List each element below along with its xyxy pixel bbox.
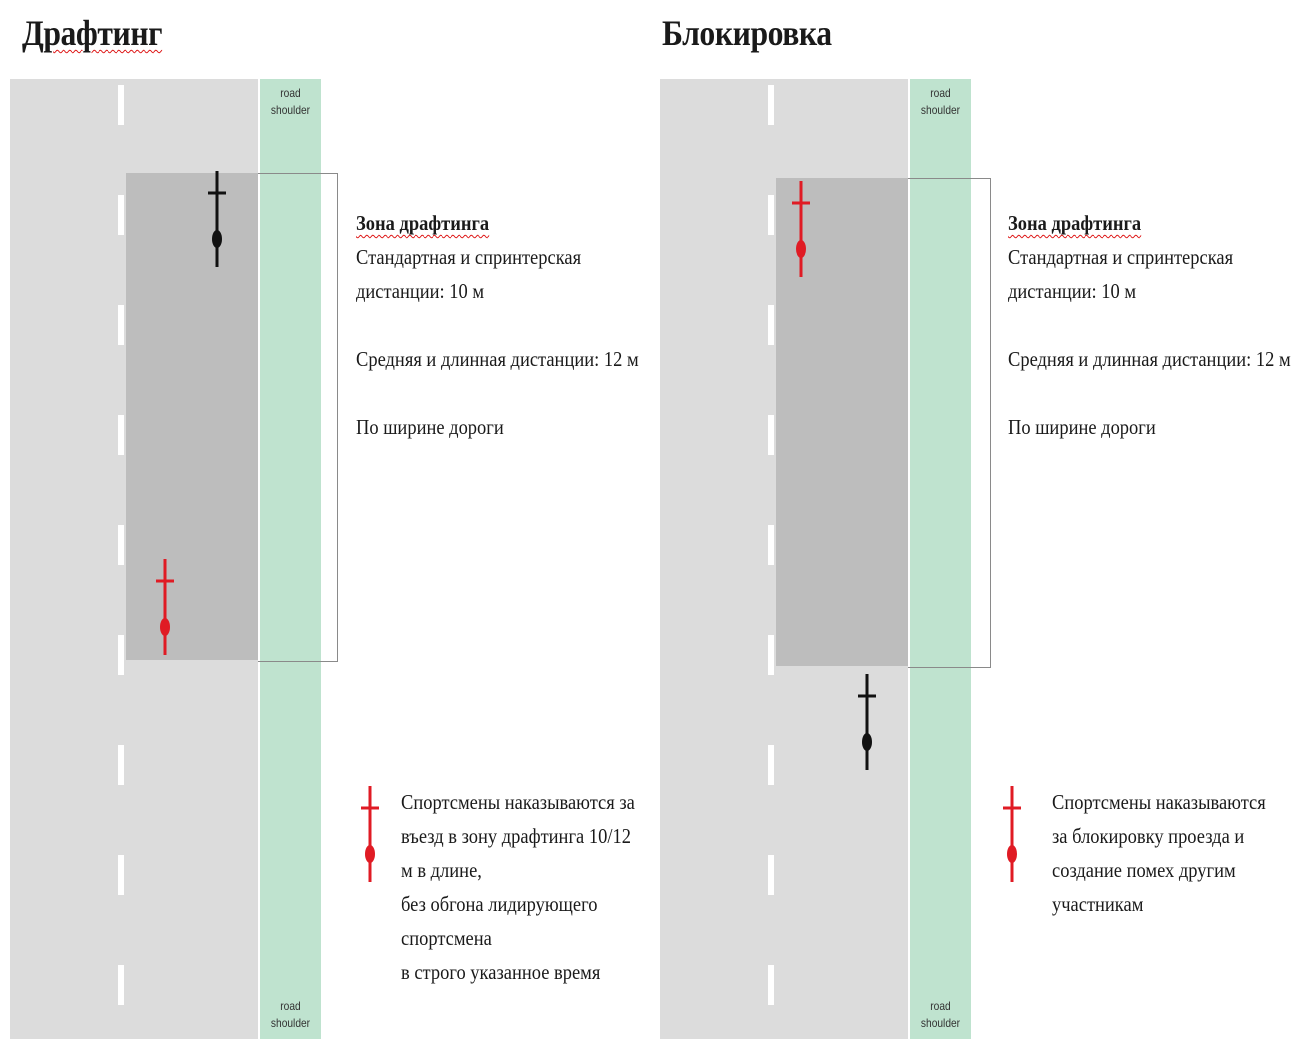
road <box>660 79 908 1039</box>
zone-outline <box>908 178 991 668</box>
lane-marking <box>768 415 774 455</box>
shoulder-label-top: road shoulder <box>920 86 961 117</box>
red-cyclist-icon <box>792 181 810 277</box>
legend-line: Спортсмены наказываются за <box>401 790 635 814</box>
legend-line: въезд в зону драфтинга 10/12 <box>401 824 631 848</box>
black-cyclist-icon <box>208 171 226 267</box>
zone-outline <box>258 173 338 662</box>
lane-marking <box>768 195 774 235</box>
zone-info: Зона драфтинга Стандартная и спринтерска… <box>356 206 639 444</box>
legend-line: создание помех другим <box>1052 858 1236 882</box>
lane-marking <box>768 965 774 1005</box>
legend-text: Спортсмены наказываются за въезд в зону … <box>401 785 635 989</box>
lane-marking <box>768 85 774 125</box>
zone-info-line: Стандартная и спринтерская <box>1008 245 1234 269</box>
lane-marking <box>118 965 124 1005</box>
legend-line: спортсмена <box>401 926 492 950</box>
road-shoulder: road shoulder road shoulder <box>260 79 321 1039</box>
zone-info-line: Средняя и длинная дистанции: 12 м <box>1008 347 1291 371</box>
lane-marking <box>768 305 774 345</box>
drafting-zone <box>776 178 908 666</box>
lane-marking <box>118 855 124 895</box>
blocking-panel: Блокировка road shoulder road shoulder З… <box>650 0 1291 1039</box>
lane-marking <box>118 635 124 675</box>
drafting-panel: Драфтинг road shoulder road shoulder Зон… <box>0 0 639 1039</box>
zone-info-line: По ширине дороги <box>356 415 504 439</box>
black-cyclist-icon <box>858 674 876 770</box>
lane-marking <box>118 305 124 345</box>
zone-info-line: По ширине дороги <box>1008 415 1156 439</box>
lane-marking <box>768 855 774 895</box>
legend-line: без обгона лидирующего <box>401 892 598 916</box>
lane-marking <box>118 415 124 455</box>
red-cyclist-icon <box>156 559 174 655</box>
lane-marking <box>768 745 774 785</box>
shoulder-label-bottom: road shoulder <box>920 999 961 1030</box>
legend-line: в строго указанное время <box>401 960 601 984</box>
lane-marking <box>768 635 774 675</box>
panel-title: Драфтинг <box>22 13 163 53</box>
legend-line: участникам <box>1052 892 1144 916</box>
zone-info: Зона драфтинга Стандартная и спринтерска… <box>1008 206 1291 444</box>
zone-heading: Зона драфтинга <box>356 211 490 235</box>
legend-line: за блокировку проезда и <box>1052 824 1245 848</box>
lane-marking <box>118 525 124 565</box>
zone-heading: Зона драфтинга <box>1008 211 1142 235</box>
legend-red-cyclist-icon <box>1003 786 1021 882</box>
drafting-zone <box>126 173 258 660</box>
zone-info-line: дистанции: 10 м <box>1008 279 1137 303</box>
shoulder-label-top: road shoulder <box>270 86 311 117</box>
lane-marking <box>118 745 124 785</box>
legend-red-cyclist-icon <box>361 786 379 882</box>
panel-title: Блокировка <box>662 13 832 53</box>
lane-marking <box>118 85 124 125</box>
zone-info-line: Средняя и длинная дистанции: 12 м <box>356 347 639 371</box>
road-shoulder: road shoulder road shoulder <box>910 79 971 1039</box>
zone-info-line: дистанции: 10 м <box>356 279 485 303</box>
legend-line: Спортсмены наказываются <box>1052 790 1266 814</box>
lane-marking <box>768 525 774 565</box>
shoulder-label-bottom: road shoulder <box>270 999 311 1030</box>
legend-line: м в длине, <box>401 858 482 882</box>
zone-info-line: Стандартная и спринтерская <box>356 245 582 269</box>
lane-marking <box>118 195 124 235</box>
legend-text: Спортсмены наказываются за блокировку пр… <box>1052 785 1266 921</box>
